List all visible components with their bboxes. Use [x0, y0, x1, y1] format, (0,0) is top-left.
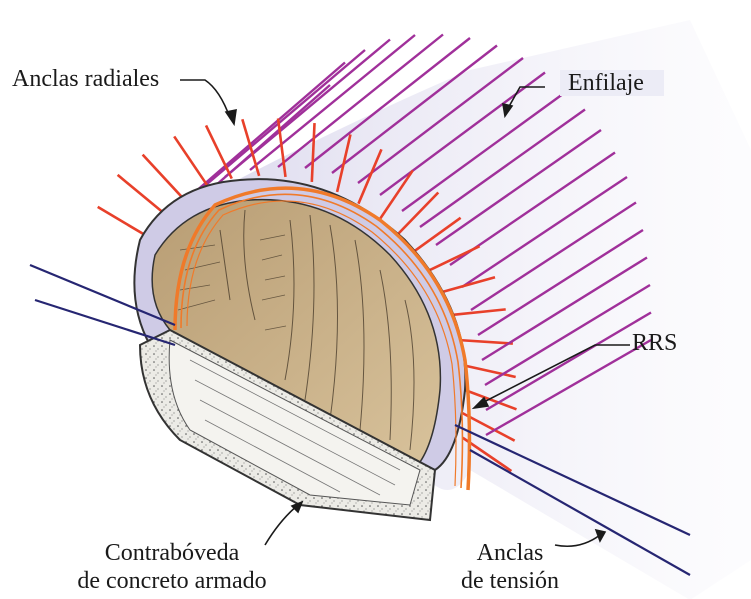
leader-anclas-radiales: [180, 80, 230, 118]
radial-anchor: [143, 155, 183, 198]
radial-anchor: [118, 175, 163, 213]
label-rrs: RRS: [632, 330, 677, 356]
leader-contraboveda: [265, 505, 298, 545]
label-enfilaje: Enfilaje: [560, 70, 664, 96]
radial-anchor: [98, 207, 149, 237]
radial-anchor: [174, 136, 207, 185]
label-contraboveda-line2: de concreto armado: [42, 568, 302, 594]
arrowhead-anclas-radiales: [226, 110, 236, 124]
label-anclas-tension-line2: de tensión: [440, 568, 580, 594]
label-anclas-radiales: Anclas radiales: [12, 66, 159, 92]
label-contraboveda-line1: Contrabóveda: [72, 540, 272, 566]
label-anclas-tension-line1: Anclas: [450, 540, 570, 566]
arrowhead-contraboveda: [292, 502, 302, 512]
